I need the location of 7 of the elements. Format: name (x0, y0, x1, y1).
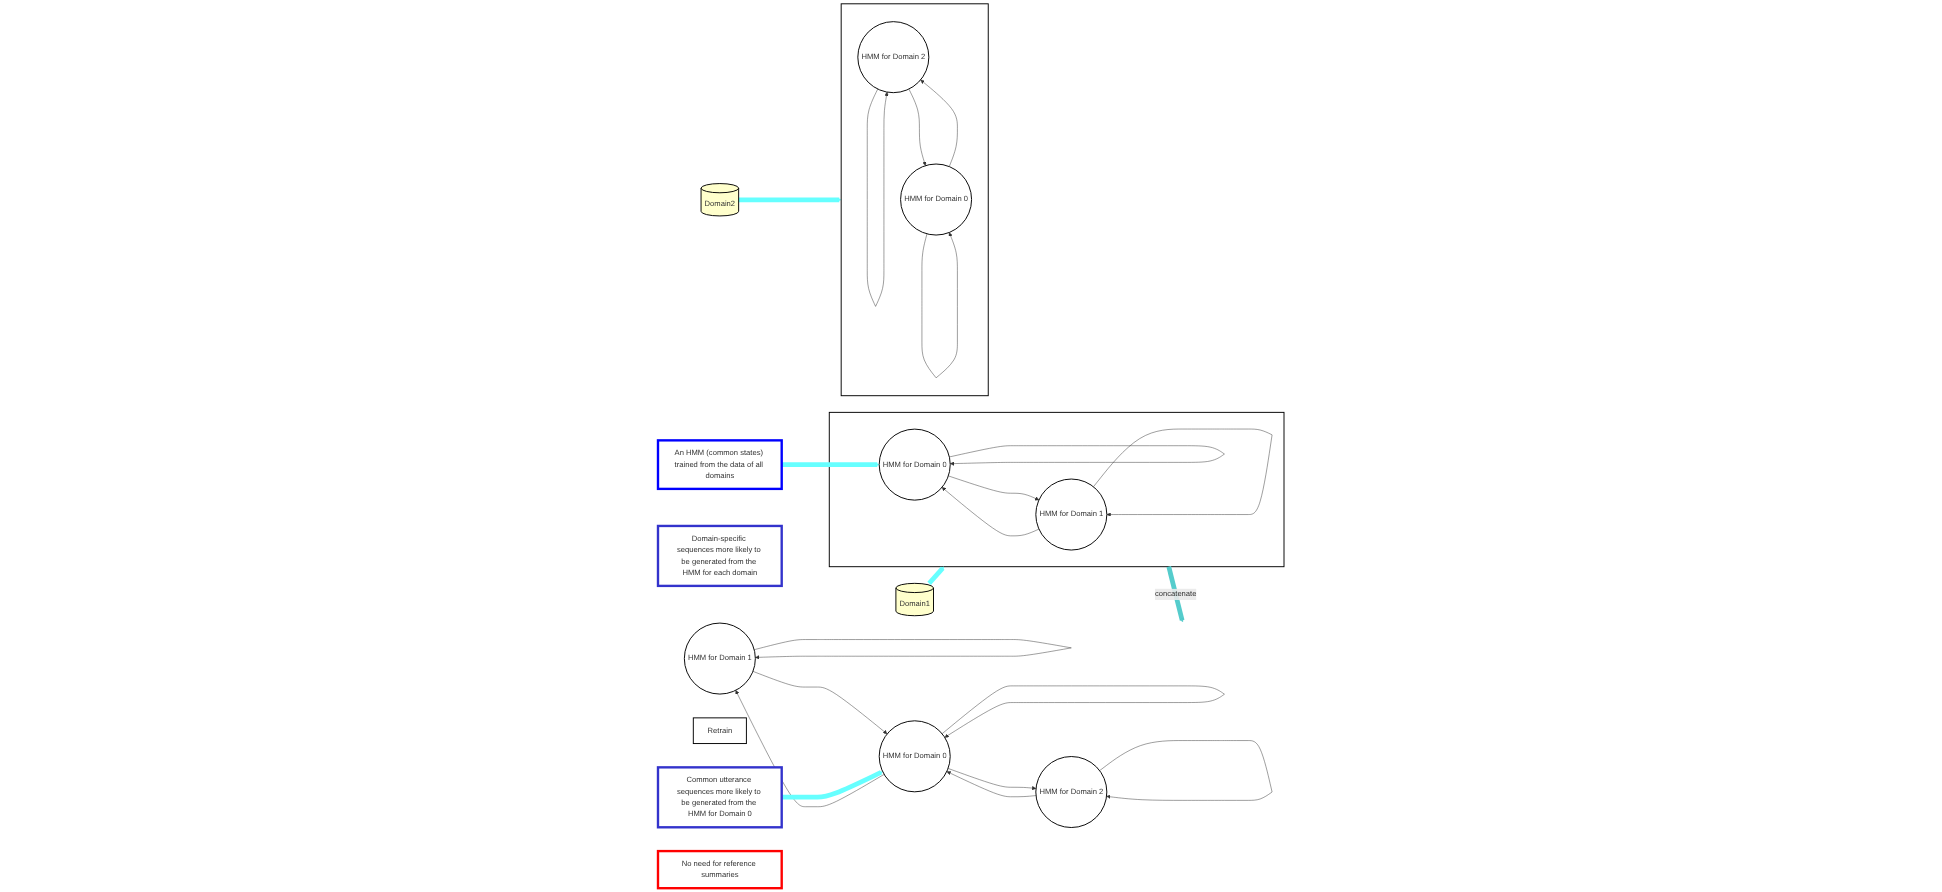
cluster (840, 3, 989, 397)
arrow (738, 197, 842, 203)
arrow (781, 770, 883, 800)
arrow (927, 566, 945, 585)
arrow (781, 462, 880, 467)
arrow (1166, 566, 1185, 623)
cluster (828, 411, 1285, 568)
